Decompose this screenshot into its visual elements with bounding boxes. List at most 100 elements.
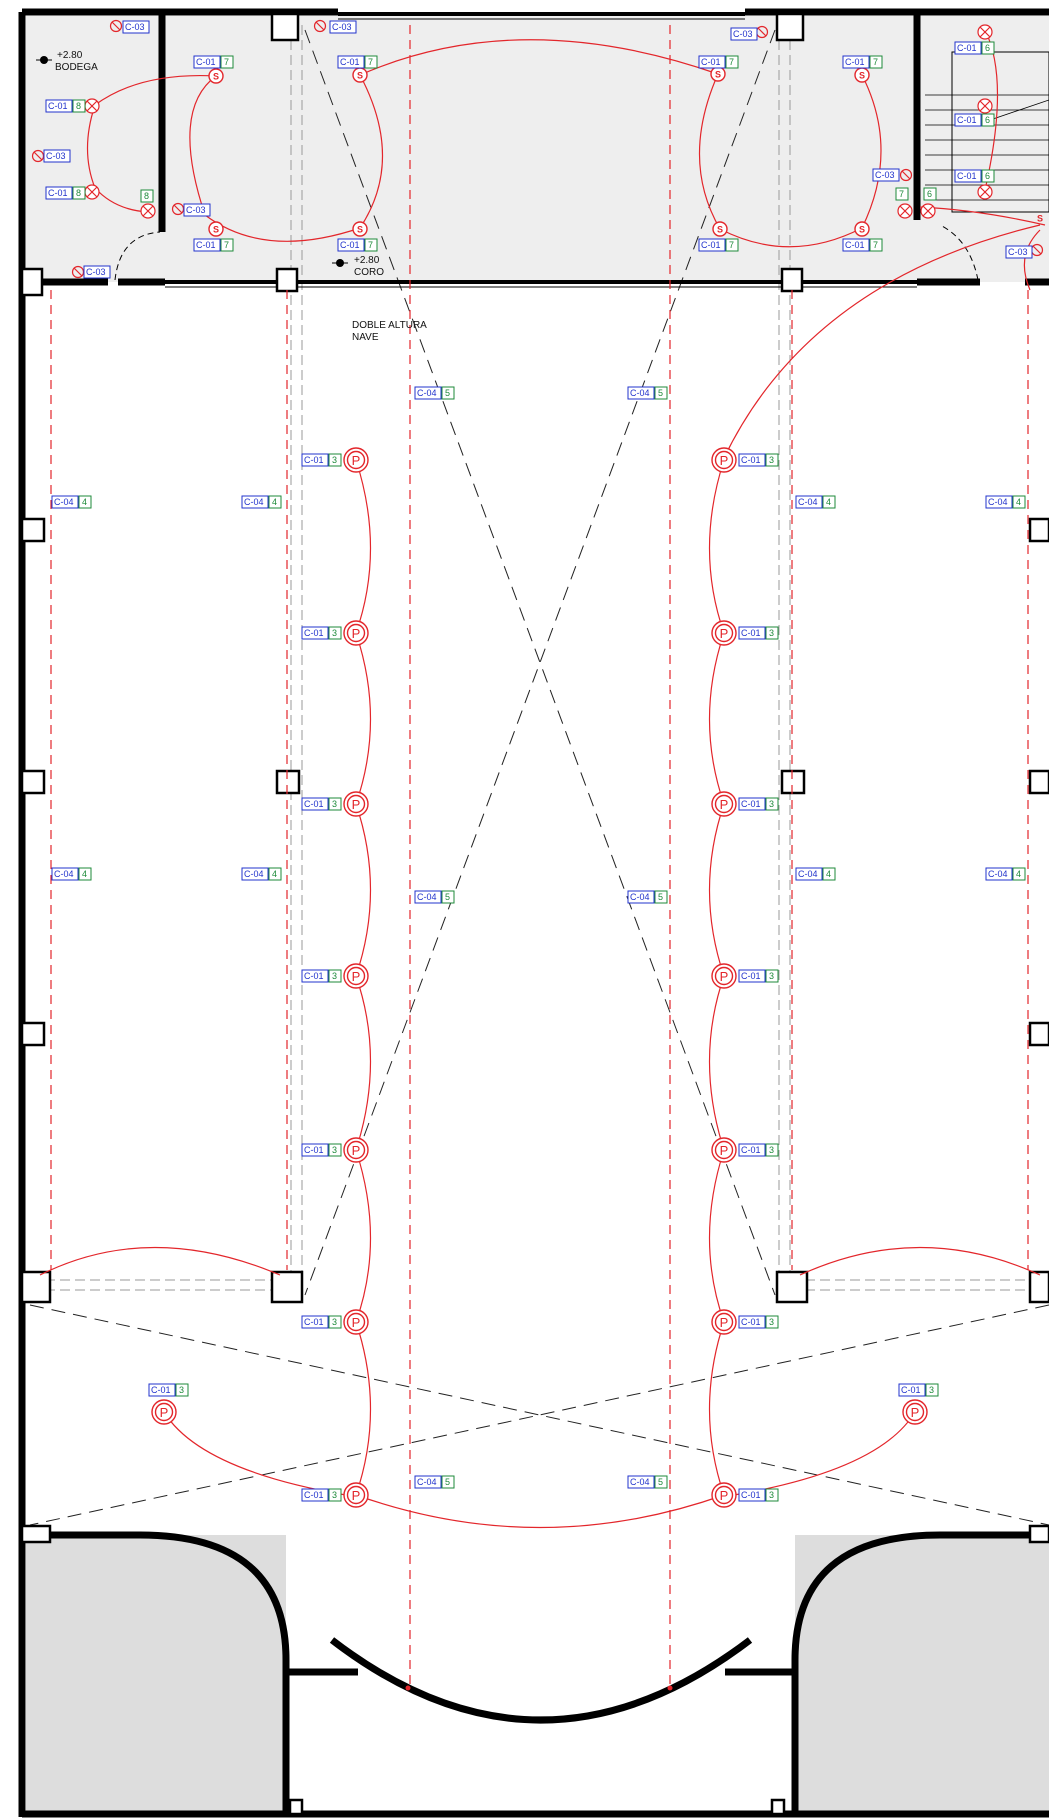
pendant-light-icon: P (711, 1137, 737, 1163)
circuit-code: C-01 (738, 797, 766, 811)
svg-text:7: 7 (873, 57, 878, 67)
svg-text:8: 8 (76, 188, 81, 198)
room-labels: +2.80 BODEGA +2.80 CORO DOBLE ALTURA NAV… (36, 50, 427, 343)
circuit-number: 7 (364, 55, 378, 69)
circuit-code: C-01 (698, 238, 726, 252)
circuit-code: C-03 (730, 27, 758, 41)
circuit-code: C-01 (337, 238, 365, 252)
circuit-code: C-01 (842, 238, 870, 252)
circuit-number: 3 (328, 1315, 342, 1329)
svg-text:P: P (720, 969, 729, 984)
svg-text:C-01: C-01 (741, 1490, 761, 1500)
svg-text:4: 4 (82, 497, 87, 507)
svg-text:S: S (213, 72, 219, 82)
svg-text:S: S (859, 225, 865, 235)
circuit-code: C-01 (954, 113, 982, 127)
svg-text:3: 3 (332, 628, 337, 638)
svg-text:3: 3 (332, 1317, 337, 1327)
circuit-tag: C-04 5 (627, 890, 668, 904)
circuit-number: 3 (765, 1143, 779, 1157)
svg-text:3: 3 (332, 1490, 337, 1500)
circuit-code: C-01 (301, 1315, 329, 1329)
svg-text:C-03: C-03 (332, 22, 352, 32)
svg-text:7: 7 (224, 240, 229, 250)
right-tower-floor (795, 1535, 1049, 1815)
nave-label-line2: NAVE (352, 332, 379, 343)
circuit-code: C-03 (329, 20, 357, 34)
svg-text:4: 4 (826, 497, 831, 507)
circuit-number: 3 (765, 626, 779, 640)
svg-text:5: 5 (658, 388, 663, 398)
svg-text:C-03: C-03 (186, 205, 206, 215)
svg-text:7: 7 (368, 240, 373, 250)
pendant-light-icon: P (343, 791, 369, 817)
wall-light-icon (977, 24, 993, 40)
beam-lines (30, 25, 1049, 1291)
svg-text:3: 3 (769, 799, 774, 809)
pendant-light-icon: P (711, 963, 737, 989)
svg-text:C-01: C-01 (340, 57, 360, 67)
svg-text:7: 7 (368, 57, 373, 67)
nave-label-line1: DOBLE ALTURA (352, 320, 427, 331)
coro-name: CORO (354, 267, 384, 278)
circuit-code: C-01 (301, 453, 329, 467)
circuit-code: C-04 (795, 867, 823, 881)
svg-text:C-01: C-01 (701, 57, 721, 67)
svg-text:S: S (213, 225, 219, 235)
svg-text:P: P (720, 1143, 729, 1158)
spot-light-icon: S (712, 221, 728, 237)
circuit-number: 3 (328, 453, 342, 467)
circuit-code: C-04 (414, 890, 442, 904)
svg-text:P: P (352, 1143, 361, 1158)
svg-text:C-04: C-04 (417, 388, 437, 398)
bodega-name: BODEGA (55, 62, 98, 73)
spot-light-icon: S (208, 68, 224, 84)
circuit-code: C-03 (122, 20, 150, 34)
svg-text:C-04: C-04 (630, 892, 650, 902)
circuit-code: C-01 (45, 99, 73, 113)
svg-text:C-04: C-04 (988, 497, 1008, 507)
circuit-code: C-03 (43, 149, 71, 163)
circuit-number: 4 (78, 495, 92, 509)
door-swings (114, 224, 979, 281)
svg-text:C-01: C-01 (901, 1385, 921, 1395)
circuit-tag: C-03 (329, 20, 357, 34)
left-tower-floor (26, 1535, 286, 1815)
svg-text:P: P (720, 1488, 729, 1503)
circuit-number: 3 (765, 797, 779, 811)
circuit-number: 3 (925, 1383, 939, 1397)
svg-text:S: S (717, 225, 723, 235)
circuit-code: C-04 (414, 1475, 442, 1489)
wall-light-icon (977, 98, 993, 114)
pendant-light-icon: P (711, 791, 737, 817)
svg-text:C-01: C-01 (48, 101, 68, 111)
svg-text:5: 5 (658, 892, 663, 902)
circuit-number: 4 (822, 495, 836, 509)
svg-text:C-04: C-04 (417, 1477, 437, 1487)
circuit-code: C-01 (301, 797, 329, 811)
circuit-code: C-04 (795, 495, 823, 509)
circuit-code: C-01 (738, 1488, 766, 1502)
spot-light-icon: S (854, 67, 870, 83)
svg-text:7: 7 (224, 57, 229, 67)
circuit-code: C-01 (954, 169, 982, 183)
circuit-number: 5 (654, 890, 668, 904)
svg-text:S: S (715, 70, 721, 80)
svg-text:C-04: C-04 (988, 869, 1008, 879)
circuit-number: 7 (725, 238, 739, 252)
circuit-code: C-01 (738, 1315, 766, 1329)
svg-text:C-01: C-01 (151, 1385, 171, 1395)
spot-light-icon: S (352, 67, 368, 83)
circuit-number: 3 (765, 1315, 779, 1329)
svg-text:S: S (357, 225, 363, 235)
circuit-code: C-01 (45, 186, 73, 200)
